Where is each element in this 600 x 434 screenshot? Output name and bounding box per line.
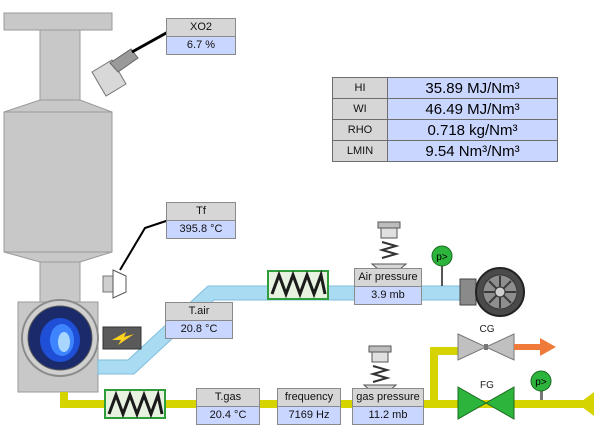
frequency-label: frequency [278, 389, 340, 407]
cg-valve-label: CG [480, 324, 495, 335]
property-key: RHO [332, 119, 388, 141]
tf-value: 395.8 °C [167, 221, 235, 238]
pressure-switch-icon: p> [530, 370, 552, 392]
ignition-spark-icon [102, 326, 142, 350]
gas-pressure-value: 11.2 mb [353, 407, 423, 424]
gas-properties-table: HI 35.89 MJ/Nm³ WI 46.49 MJ/Nm³ RHO 0.71… [332, 77, 558, 162]
pressure-switch-label: p> [436, 252, 448, 263]
property-key: WI [332, 98, 388, 120]
fg-valve-label: FG [480, 380, 494, 391]
tgas-gauge[interactable]: T.gas 20.4 °C [196, 388, 260, 425]
table-row: WI 46.49 MJ/Nm³ [332, 98, 558, 120]
tair-value: 20.8 °C [166, 321, 232, 338]
pressure-regulator-icon [370, 221, 408, 271]
frequency-gauge[interactable]: frequency 7169 Hz [277, 388, 341, 425]
xo2-label: XO2 [167, 19, 235, 37]
table-row: RHO 0.718 kg/Nm³ [332, 119, 558, 141]
probe-icon [91, 30, 169, 97]
frequency-value: 7169 Hz [278, 407, 340, 424]
air-pressure-label: Air pressure [355, 269, 421, 287]
tair-label: T.air [166, 303, 232, 321]
tgas-label: T.gas [197, 389, 259, 407]
property-value: 9.54 Nm³/Nm³ [387, 140, 558, 162]
air-pressure-gauge[interactable]: Air pressure 3.9 mb [354, 268, 422, 305]
tf-label: Tf [167, 203, 235, 221]
pressure-regulator-icon [362, 345, 398, 392]
gas-pressure-gauge[interactable]: gas pressure 11.2 mb [352, 388, 424, 425]
tair-gauge[interactable]: T.air 20.8 °C [165, 302, 233, 339]
pressure-switch-label: p> [535, 377, 547, 388]
blower-fan-icon[interactable] [459, 267, 525, 317]
property-key: LMIN [332, 140, 388, 162]
heater-coil-icon [104, 389, 166, 419]
burner-flame-icon [40, 318, 80, 362]
xo2-gauge[interactable]: XO2 6.7 % [166, 18, 236, 55]
property-value: 46.49 MJ/Nm³ [387, 98, 558, 120]
property-key: HI [332, 77, 388, 99]
valve-icon[interactable]: FG [457, 380, 515, 420]
valve-icon[interactable]: CG [457, 324, 556, 361]
burner [21, 299, 99, 377]
table-row: LMIN 9.54 Nm³/Nm³ [332, 140, 558, 162]
pressure-switch-icon: p> [431, 245, 453, 286]
property-value: 35.89 MJ/Nm³ [387, 77, 558, 99]
air-pressure-value: 3.9 mb [355, 287, 421, 304]
tgas-value: 20.4 °C [197, 407, 259, 424]
gas-inlet-arrow [578, 392, 594, 416]
xo2-value: 6.7 % [167, 37, 235, 54]
property-value: 0.718 kg/Nm³ [387, 119, 558, 141]
sensor-icon [102, 217, 176, 299]
heater-coil-icon [267, 269, 329, 300]
gas-pressure-label: gas pressure [353, 389, 423, 407]
tf-gauge[interactable]: Tf 395.8 °C [166, 202, 236, 239]
table-row: HI 35.89 MJ/Nm³ [332, 77, 558, 99]
